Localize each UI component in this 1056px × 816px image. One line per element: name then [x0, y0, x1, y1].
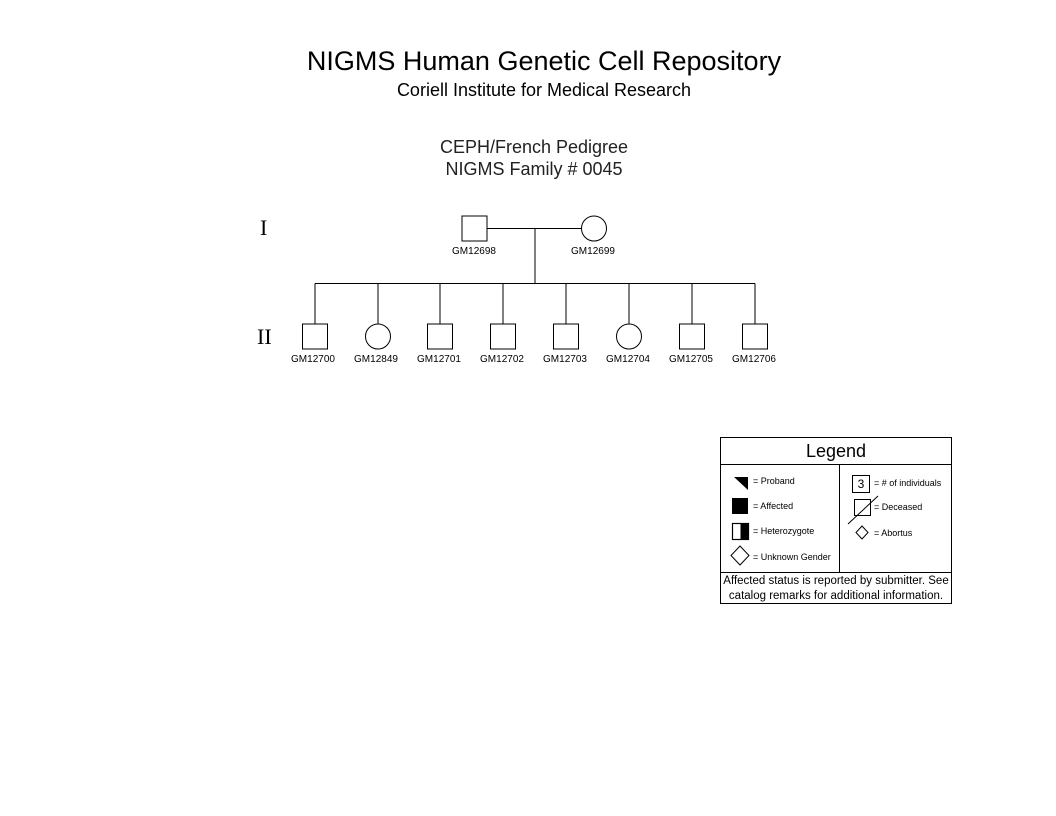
proband-label: = Proband — [753, 476, 795, 486]
deceased-icon — [854, 499, 871, 516]
male-symbol-gm12705 — [679, 323, 705, 350]
female-symbol-gm12699 — [581, 215, 607, 242]
generation-label-2: II — [257, 324, 272, 349]
pedigree-chart — [302, 215, 768, 350]
male-symbol-gm12701 — [427, 323, 453, 350]
legend-footer: Affected status is reported by submitter… — [721, 572, 951, 604]
id-label-gm12702: GM12702 — [480, 354, 524, 365]
unknown-gender-icon — [730, 545, 750, 566]
id-label-gm12704: GM12704 — [606, 354, 650, 365]
id-label-gm12699: GM12699 — [571, 246, 615, 257]
legend-title: Legend — [721, 438, 951, 465]
affected-icon — [732, 498, 748, 514]
count-value: 3 — [857, 477, 865, 491]
male-symbol-gm12698 — [461, 215, 488, 242]
count-label: = # of individuals — [874, 478, 942, 488]
id-label-gm12849: GM12849 — [354, 354, 398, 365]
heterozygote-label: = Heterozygote — [753, 526, 815, 536]
proband-icon — [734, 477, 748, 490]
generation-label-1: I — [260, 215, 268, 240]
id-label-gm12703: GM12703 — [543, 354, 587, 365]
id-label-gm12700: GM12700 — [291, 354, 335, 365]
legend-box: Legend 3 = Proband = Affected = Heterozy… — [720, 437, 952, 604]
deceased-label: = Deceased — [874, 502, 923, 512]
male-symbol-gm12706 — [742, 323, 768, 350]
pedigree-title: CEPH/French Pedigree — [439, 137, 629, 157]
legend-symbols — [730, 475, 879, 566]
female-symbol-gm12704 — [616, 323, 642, 350]
male-symbol-gm12703 — [553, 323, 579, 350]
unknown-gender-label: = Unknown Gender — [753, 552, 831, 562]
male-symbol-gm12702 — [490, 323, 516, 350]
abortus-label: = Abortus — [874, 528, 913, 538]
legend-footer-line1: Affected status is reported by submitter… — [723, 575, 949, 587]
id-label-gm12701: GM12701 — [417, 354, 461, 365]
count-box-icon — [852, 475, 870, 493]
female-symbol-gm12849 — [365, 323, 391, 350]
page-title: NIGMS Human Genetic Cell Repository — [306, 46, 782, 76]
abortus-icon — [855, 525, 869, 540]
id-label-gm12705: GM12705 — [669, 354, 713, 365]
id-label-gm12698: GM12698 — [452, 246, 496, 257]
family-number: NIGMS Family # 0045 — [445, 159, 623, 179]
affected-label: = Affected — [753, 501, 794, 511]
legend-footer-line2: catalog remarks for additional informati… — [728, 590, 944, 602]
legend-divider — [839, 464, 840, 572]
id-label-gm12706: GM12706 — [732, 354, 776, 365]
male-symbol-gm12700 — [302, 323, 328, 350]
page-subtitle: Coriell Institute for Medical Research — [396, 80, 692, 100]
